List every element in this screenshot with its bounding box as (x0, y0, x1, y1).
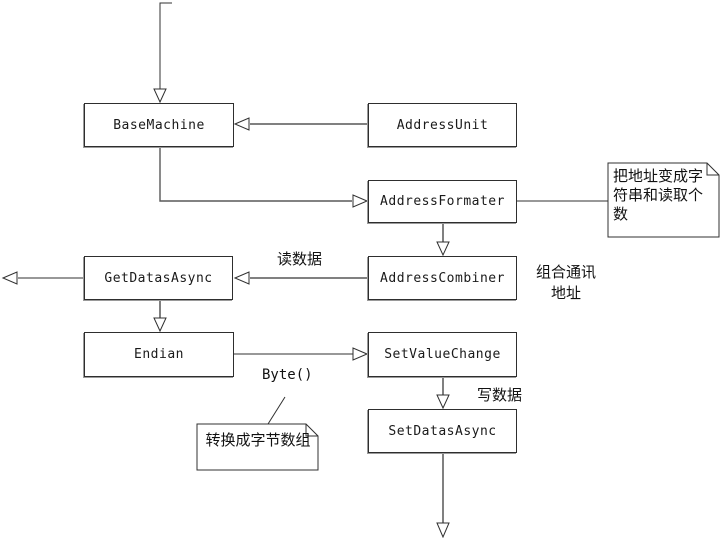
edge-label-byte-call: Byte() (262, 367, 313, 383)
note-shape-address-formater[interactable] (607, 162, 720, 238)
node-basemachine[interactable]: BaseMachine (84, 103, 234, 147)
arrowhead-down-icon (153, 88, 167, 104)
arrowhead-left-icon (233, 117, 250, 131)
arrowhead-left-icon (233, 271, 250, 285)
node-addressunit[interactable]: AddressUnit (368, 103, 517, 147)
arrowhead-down-icon (153, 317, 167, 333)
note-shape-endian[interactable] (196, 423, 319, 471)
note-fold-icon (706, 163, 719, 176)
node-addresscombiner[interactable]: AddressCombiner (368, 256, 517, 300)
note-fold-icon (305, 424, 318, 437)
edge-label-write-data: 写数据 (477, 386, 523, 404)
arrowhead-right-icon (352, 194, 369, 208)
note-text-endian: 转换成字节数组 (205, 431, 311, 449)
note-text-address-formater: 把地址变成字符串和读取个数 (613, 167, 704, 223)
edge-top-to-basemachine (159, 2, 172, 90)
node-setvaluechange[interactable]: SetValueChange (368, 332, 517, 377)
node-endian[interactable]: Endian (84, 332, 234, 377)
node-setdatasasync[interactable]: SetDatasAsync (368, 409, 517, 453)
node-addressformater[interactable]: AddressFormater (368, 180, 517, 223)
edge-basemachine-to-addressformater (159, 147, 352, 202)
edge-label-combine-address: 组合通讯地址 (535, 263, 596, 302)
arrowhead-down-icon (436, 241, 450, 257)
arrowhead-down-icon (436, 522, 450, 538)
node-getdatasasync[interactable]: GetDatasAsync (84, 256, 233, 300)
note-connector-line (267, 396, 286, 425)
arrowhead-right-icon (352, 347, 369, 361)
arrowhead-left-icon (1, 271, 18, 285)
edge-label-read-data: 读数据 (277, 250, 323, 268)
arrowhead-down-icon (436, 394, 450, 410)
